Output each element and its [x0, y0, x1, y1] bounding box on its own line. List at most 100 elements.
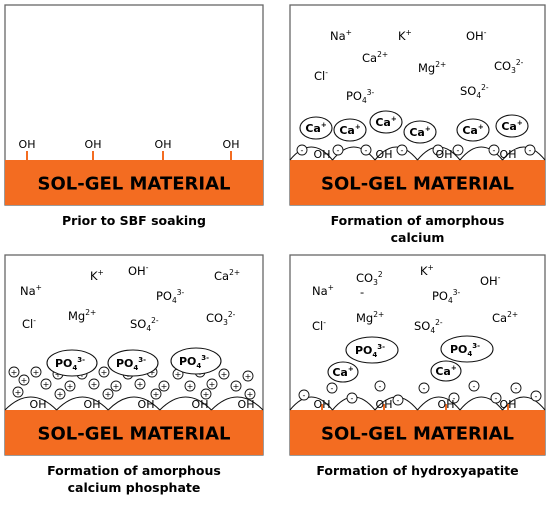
surface-oh-label: OH	[376, 398, 393, 411]
charge-marker	[392, 394, 404, 406]
charge-sign: +	[15, 388, 22, 397]
charge-marker	[8, 366, 20, 378]
surface-oh-label: OH	[238, 398, 255, 411]
charge-sign: -	[437, 146, 440, 155]
charge-marker	[332, 144, 344, 156]
charge-sign: -	[301, 146, 304, 155]
surface-dome	[56, 396, 109, 411]
charge-marker	[150, 388, 162, 400]
bound-calcium	[333, 118, 367, 142]
bound-phosphate-label: PO43-	[116, 356, 146, 372]
charge-marker	[98, 366, 110, 378]
solution-ion: OH-	[128, 263, 149, 278]
surface-oh-label: OH	[314, 148, 331, 161]
bound-calcium	[430, 360, 462, 382]
surface-oh-label: OH	[500, 148, 517, 161]
sol-gel-base	[290, 160, 545, 205]
solution-ion: CO32-	[206, 310, 236, 327]
charge-sign: +	[137, 380, 144, 389]
charge-marker	[12, 386, 24, 398]
solution-ion: Na+	[330, 28, 352, 43]
charge-marker	[206, 378, 218, 390]
charge-marker	[184, 380, 196, 392]
solution-ion: Cl-	[22, 316, 36, 331]
bound-phosphate-label: PO43-	[355, 343, 385, 359]
charge-sign: -	[397, 396, 400, 405]
bound-phosphate-label: PO43-	[55, 356, 85, 372]
charge-sign: +	[43, 380, 50, 389]
bound-calcium	[495, 114, 529, 138]
charge-sign: +	[113, 382, 120, 391]
surface-oh-label: OH	[84, 398, 101, 411]
charge-marker	[296, 144, 308, 156]
charge-sign: +	[105, 390, 112, 399]
charge-sign: -	[423, 384, 426, 393]
sol-gel-base	[5, 410, 263, 455]
charge-sign: -	[457, 146, 460, 155]
charge-marker	[418, 382, 430, 394]
bound-calcium-label: Ca+	[332, 365, 354, 379]
charge-marker	[200, 388, 212, 400]
charge-sign: +	[203, 390, 210, 399]
surface-oh-label: OH	[376, 148, 393, 161]
charge-sign: +	[21, 376, 28, 385]
bound-calcium-label: Ca+	[375, 115, 397, 129]
bound-phosphate	[107, 349, 159, 377]
solution-ion: PO43-	[346, 88, 375, 105]
charge-sign: -	[515, 384, 518, 393]
surface-oh-label: OH	[438, 398, 455, 411]
charge-marker	[452, 144, 464, 156]
surface-oh-label: OH	[138, 398, 155, 411]
bound-calcium	[327, 361, 359, 383]
solution-ion: Ca2+	[214, 268, 240, 283]
charge-sign: -	[535, 392, 538, 401]
surface-oh-label: OH	[30, 398, 47, 411]
bound-calcium-label: Ca+	[409, 125, 431, 139]
charge-marker	[490, 392, 502, 404]
charge-sign: +	[11, 368, 18, 377]
solution-ion: CO32	[356, 270, 383, 287]
charge-sign: +	[233, 382, 240, 391]
base-label: SOL-GEL MATERIAL	[321, 174, 514, 195]
charge-marker	[158, 380, 170, 392]
panel-caption: calcium phosphate	[68, 480, 201, 495]
bound-calcium-label: Ca+	[339, 123, 361, 137]
panel-caption: Formation of amorphous	[331, 213, 505, 228]
charge-marker	[244, 388, 256, 400]
base-label: SOL-GEL MATERIAL	[38, 424, 231, 445]
charge-marker	[530, 390, 542, 402]
surface-dome	[107, 396, 161, 411]
bound-calcium	[456, 118, 490, 142]
charge-marker	[346, 392, 358, 404]
solution-ion: Cl-	[312, 318, 326, 333]
panel-caption: calcium	[391, 230, 445, 245]
solution-ion: OH-	[480, 273, 501, 288]
solution-ion: Mg2+	[68, 308, 96, 323]
bound-phosphate-label: PO43-	[450, 342, 480, 358]
bound-calcium-label: Ca+	[501, 119, 523, 133]
charge-marker	[448, 392, 460, 404]
solution-ion: Mg2+	[418, 60, 446, 75]
solution-ion: SO42-	[460, 83, 489, 100]
bound-phosphate-label: PO43-	[179, 354, 209, 370]
surface-oh-label: OH	[85, 138, 102, 151]
solution-ion: Mg2+	[356, 310, 384, 325]
charge-marker	[326, 382, 338, 394]
charge-sign: -	[331, 384, 334, 393]
charge-sign: +	[67, 382, 74, 391]
charge-sign: +	[161, 382, 168, 391]
charge-marker	[88, 378, 100, 390]
charge-marker	[110, 380, 122, 392]
charge-marker	[374, 380, 386, 392]
charge-marker	[64, 380, 76, 392]
charge-marker	[54, 388, 66, 400]
charge-sign: +	[33, 368, 40, 377]
charge-marker	[468, 380, 480, 392]
panel-caption: Formation of hydroxyapatite	[316, 463, 518, 478]
panel-caption: Formation of amorphous	[47, 463, 221, 478]
solution-ion: K+	[398, 28, 412, 43]
solution-ion: K+	[90, 268, 104, 283]
bound-phosphate	[440, 335, 494, 363]
charge-sign: -	[303, 391, 306, 400]
